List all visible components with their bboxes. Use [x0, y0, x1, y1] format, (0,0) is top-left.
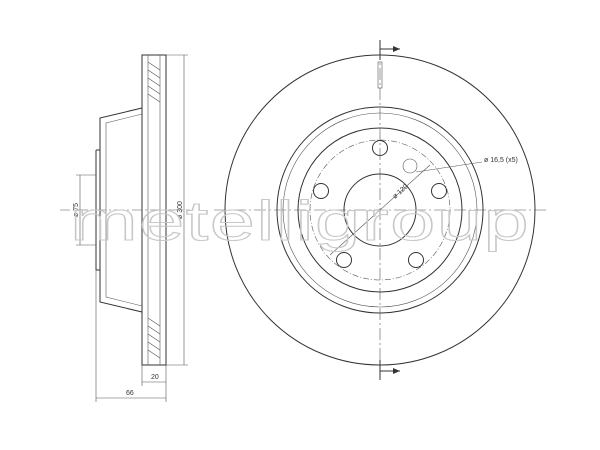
hub-diameter-label: ø 75: [73, 203, 80, 217]
section-arrow-top: [379, 40, 400, 60]
top-slot: [377, 61, 383, 89]
overall-height-label: 66: [126, 390, 134, 397]
disc-diameter-label: ø 300: [177, 201, 184, 219]
side-section-view: ø 75 ø 300 20 66: [60, 54, 190, 402]
dim-thickness: 20: [141, 365, 167, 386]
vent-hatching-bottom: [147, 317, 161, 359]
leader-bolt-holes: ø 16,5 (x5): [415, 157, 518, 173]
vent-hatching-top: [147, 61, 161, 103]
section-arrow-bottom: [379, 360, 400, 380]
bolt-holes: [313, 140, 447, 268]
bolt-hole: [313, 183, 329, 199]
locator-hole: [402, 158, 418, 174]
thickness-label: 20: [151, 374, 159, 381]
bolt-holes-label: ø 16,5 (x5): [484, 157, 518, 164]
dim-overall-height: 66: [95, 270, 167, 402]
dim-hub-diameter: ø 75: [73, 174, 96, 246]
bolt-hole: [431, 183, 447, 199]
front-view: ø 120 ø 16,5 (x5): [214, 40, 546, 380]
dim-disc-diameter: ø 300: [166, 54, 188, 366]
bolt-hole: [336, 252, 352, 268]
brand-watermark: metelligroup: [70, 189, 530, 252]
bolt-hole: [408, 252, 424, 268]
